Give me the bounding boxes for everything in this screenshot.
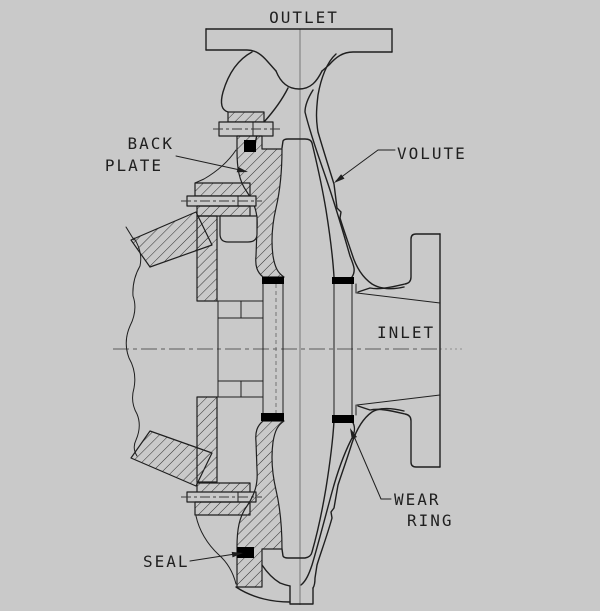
eye-cylinder-right-lines xyxy=(333,283,353,416)
volute-neck-left-outer xyxy=(220,51,253,113)
leader-wear-ring xyxy=(352,433,392,500)
outlet-throat-curve xyxy=(275,70,323,90)
volute-front-wall-upper xyxy=(304,89,355,278)
joint-band-upper-a xyxy=(194,182,251,197)
gasket-black-square xyxy=(244,140,256,152)
label-volute: VOLUTE xyxy=(397,144,467,163)
back-plate-arm-upper xyxy=(130,211,213,268)
arrowhead-seal xyxy=(231,551,243,558)
drain-boss xyxy=(289,585,314,605)
back-plate-lower-outer-edge xyxy=(195,515,237,585)
leader-back-plate xyxy=(175,155,241,171)
volute-inner-wall-upper xyxy=(311,142,335,278)
label-back-plate-line2: PLATE xyxy=(105,156,163,175)
wear-ring-bottom-left xyxy=(261,413,284,421)
back-plate-column-lower xyxy=(196,396,218,483)
arrowhead-volute xyxy=(334,174,345,183)
back-plate xyxy=(125,111,285,588)
arrowhead-wear-ring xyxy=(350,428,357,440)
back-plate-upper-outer-edge xyxy=(194,149,237,184)
wear-rings xyxy=(261,277,354,423)
seal-black-block xyxy=(237,547,254,558)
break-line-stub xyxy=(125,226,135,241)
joint-band-upper-b xyxy=(196,205,251,217)
label-wear-ring-line2: RING xyxy=(407,511,454,530)
volute-casing xyxy=(220,51,405,605)
arrowhead-back-plate xyxy=(236,166,248,173)
leader-seal xyxy=(189,553,236,562)
outlet-flange-bottom-left xyxy=(205,49,277,72)
volute-front-wall-lower xyxy=(300,420,356,586)
label-inlet: INLET xyxy=(377,323,435,342)
impeller-eye xyxy=(262,283,353,416)
inlet-bore-lower xyxy=(356,394,441,406)
volute-outer-wall-lower xyxy=(312,407,405,589)
inlet-bore-upper xyxy=(356,292,441,304)
joint-band-lower-b xyxy=(194,501,251,516)
label-back-plate-line1: BACK xyxy=(127,134,174,153)
label-outlet: OUTLET xyxy=(269,8,339,27)
casing-flange-block-upper xyxy=(227,111,265,123)
outlet-flange-bottom-right xyxy=(321,51,393,72)
wear-ring-top-right xyxy=(332,277,354,284)
wear-ring-bottom-right xyxy=(332,415,354,423)
inlet-flange-lower-wing xyxy=(357,405,441,468)
eye-cylinder-left-lines xyxy=(262,283,284,414)
label-seal: SEAL xyxy=(143,552,190,571)
volute-outer-wall-upper xyxy=(315,53,405,290)
volute-inner-wall-lower xyxy=(281,420,335,559)
break-line-wavy xyxy=(125,237,142,457)
volute-bottom-outer-wall xyxy=(235,586,291,603)
inlet-flange-upper-wing xyxy=(357,233,441,293)
hub-vertical-edges xyxy=(217,300,242,398)
inlet-flange xyxy=(355,233,441,468)
wear-ring-top-left xyxy=(262,277,284,284)
volute-bottom-inner-wall xyxy=(261,564,291,587)
volute-tongue xyxy=(281,138,313,149)
labels: OUTLET BACK PLATE VOLUTE INLET WEAR RING… xyxy=(105,8,467,571)
impeller-hub xyxy=(217,300,264,398)
outlet-flange xyxy=(205,28,393,90)
leader-volute xyxy=(335,149,396,182)
back-plate-pocket xyxy=(219,215,258,243)
label-wear-ring-line1: WEAR xyxy=(394,490,441,509)
centerlines xyxy=(113,29,462,605)
